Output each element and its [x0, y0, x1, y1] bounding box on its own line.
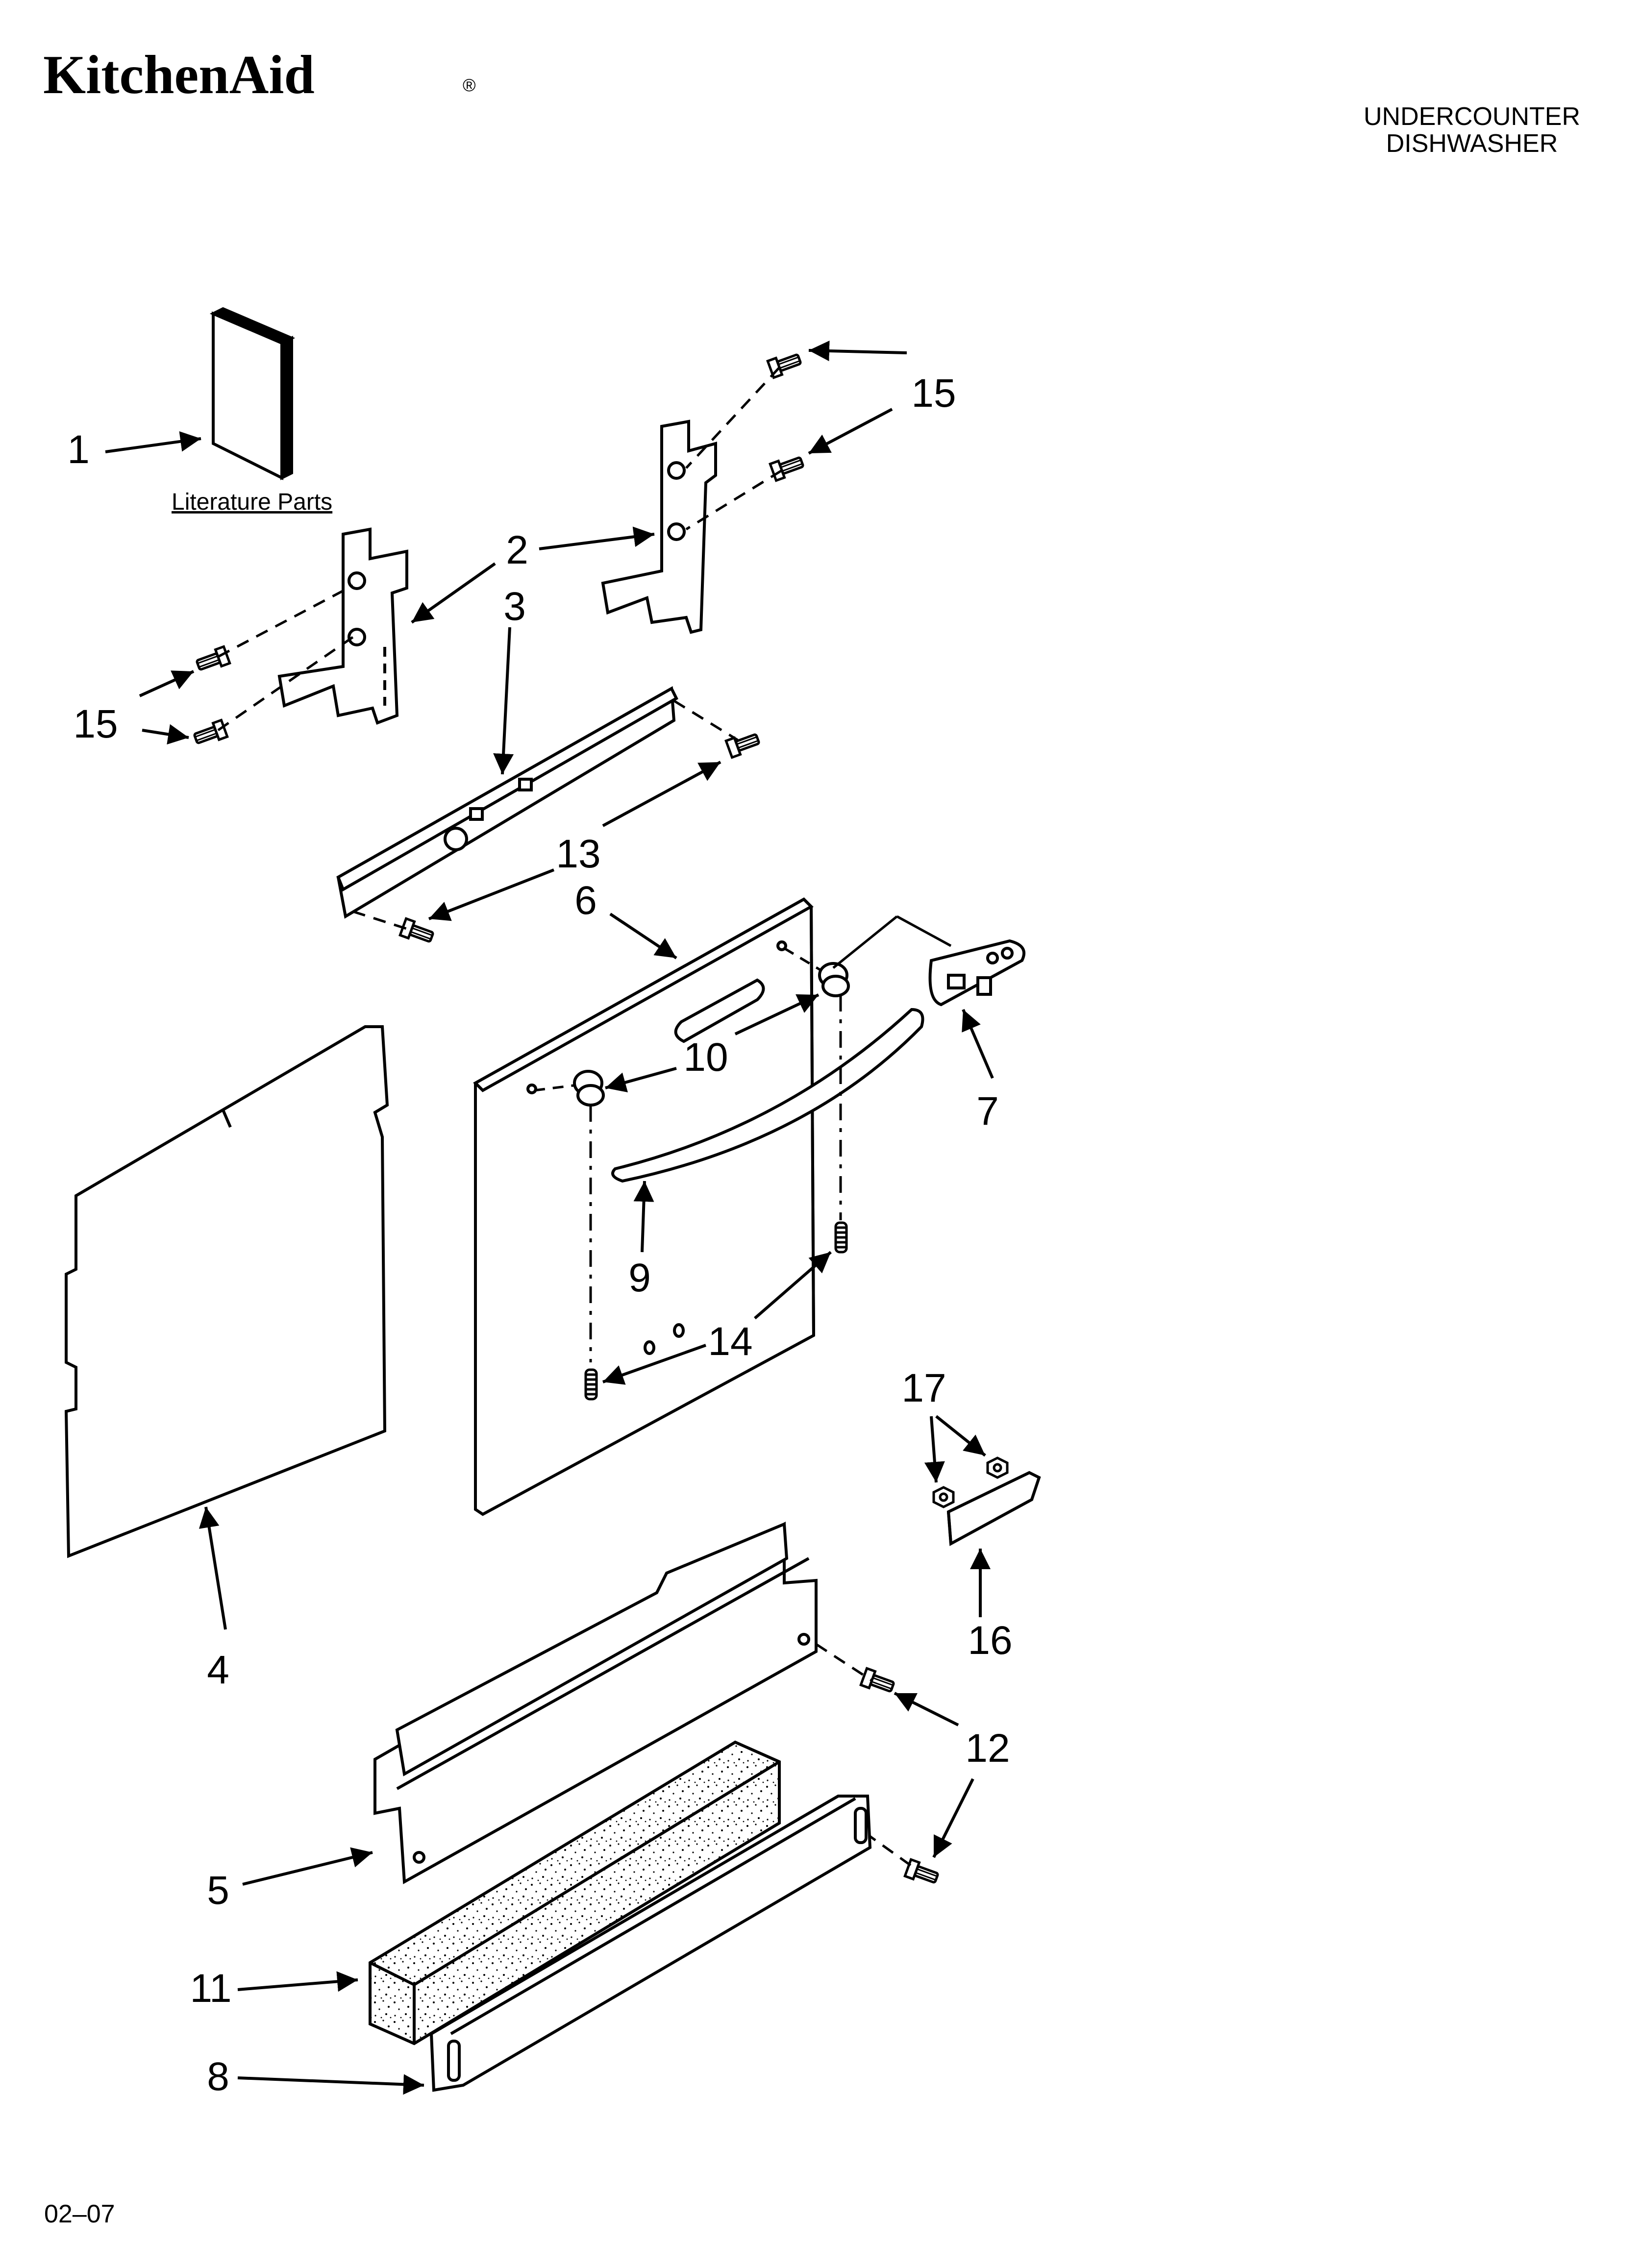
callout-12: 12 [965, 1726, 1010, 1771]
screw-15-left-bottom-icon [193, 720, 227, 747]
callout-11: 11 [190, 1966, 231, 2011]
nut-17-right-icon [986, 1456, 1009, 1479]
handle-endcap-left-icon [573, 1070, 605, 1107]
toe-kick-trim-16-icon [946, 1471, 1041, 1546]
handle-endcap-right-icon [818, 962, 850, 997]
insulation-foam-11-icon [369, 1740, 781, 2046]
screw-13-right-icon [726, 731, 761, 758]
callout-6: 6 [574, 878, 597, 923]
callout-8: 8 [207, 2054, 229, 2099]
screw-12-top-icon [861, 1668, 895, 1695]
callout-1: 1 [67, 427, 90, 472]
lower-bracket-icon [373, 1521, 818, 1884]
callout-15-left: 15 [73, 702, 118, 746]
screw-15-left-top-icon [195, 646, 230, 673]
callout-9: 9 [628, 1256, 651, 1300]
header-line1: UNDERCOUNTER [1364, 102, 1580, 131]
control-trim-icon [928, 939, 1025, 1007]
svg-text:®: ® [463, 75, 476, 95]
hinge-rail-icon [336, 686, 678, 919]
callout-3: 3 [503, 584, 526, 629]
callout-13: 13 [556, 832, 600, 876]
right-hinge-bracket-icon [601, 419, 717, 634]
brand-logo: KitchenAid ® [43, 45, 476, 105]
screw-15-right-bottom-icon [770, 454, 805, 481]
footer-code: 02–07 [44, 2200, 115, 2228]
stud-14-left-icon [584, 1368, 598, 1401]
callout-7: 7 [976, 1089, 999, 1134]
callout-17: 17 [901, 1366, 946, 1410]
callout-14: 14 [708, 1319, 752, 1364]
door-handle-icon [611, 1008, 924, 1183]
callout-labels: 1 2 3 4 5 6 7 8 9 10 11 12 13 14 15 15 1… [67, 371, 1012, 2099]
callout-16: 16 [968, 1618, 1012, 1663]
access-panel-icon [64, 1025, 389, 1558]
toe-kick-plate-8-icon [429, 1795, 872, 2092]
callout-10: 10 [683, 1035, 728, 1080]
callout-arrows [105, 341, 994, 2095]
callout-2: 2 [506, 528, 528, 572]
callout-15-right: 15 [911, 371, 956, 416]
callout-5: 5 [207, 1868, 229, 1913]
callout-4: 4 [207, 1648, 229, 1692]
header-line2: DISHWASHER [1386, 129, 1558, 158]
left-hinge-bracket-icon [277, 527, 408, 725]
literature-booklet-icon [209, 307, 296, 480]
screw-13-left-icon [400, 918, 435, 945]
literature-parts-label: Literature Parts [172, 489, 332, 515]
svg-text:KitchenAid: KitchenAid [43, 45, 315, 105]
nut-17-left-icon [932, 1486, 955, 1508]
stud-14-right-icon [834, 1221, 848, 1254]
